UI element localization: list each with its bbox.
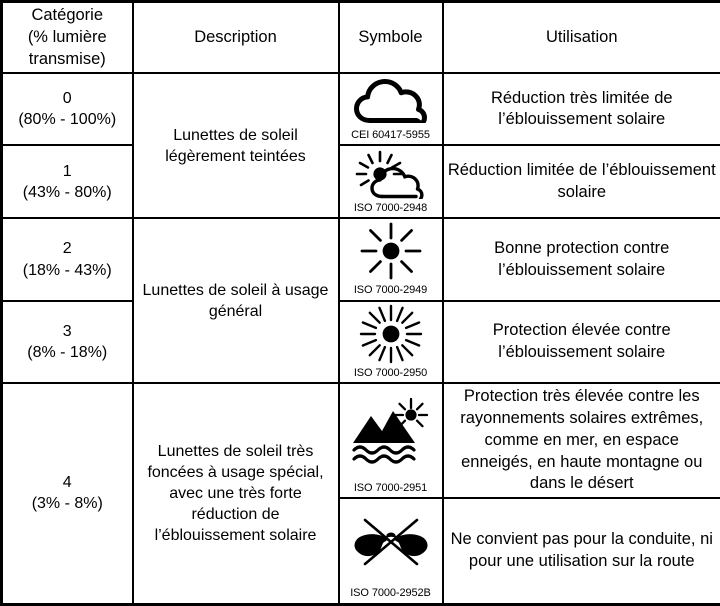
cloud-icon xyxy=(354,76,428,125)
table-row: 1 (43% - 80%) xyxy=(2,145,720,218)
table-header-row: Catégorie (% lumière transmise) Descript… xyxy=(2,2,720,74)
symbol-cell-3: ISO 7000-2950 xyxy=(339,301,443,384)
utilisation-cell-5: Ne convient pas pour la conduite, ni pou… xyxy=(443,498,720,604)
symbol-cell-5: ISO 7000-2952B xyxy=(339,498,443,604)
utilisation-cell-1: Réduction limitée de l’éblouissement sol… xyxy=(443,145,720,218)
utilisation-cell-3: Protection élevée contre l’éblouissement… xyxy=(443,301,720,384)
utilisation-cell-4: Protection très élevée contre les rayonn… xyxy=(443,383,720,498)
header-symbole: Symbole xyxy=(339,2,443,74)
symbol-code: CEI 60417-5955 xyxy=(351,128,430,143)
category-number: 3 xyxy=(7,321,128,342)
category-number: 0 xyxy=(7,88,128,109)
symbol-cell-4: ISO 7000-2951 xyxy=(339,383,443,498)
category-range: (43% - 80%) xyxy=(7,182,128,203)
symbol-code: ISO 7000-2952B xyxy=(350,586,431,601)
description-cell-general-use: Lunettes de soleil à usage général xyxy=(133,218,339,383)
category-number: 4 xyxy=(7,472,128,493)
symbol-cell-1: ISO 7000-2948 xyxy=(339,145,443,218)
category-range: (3% - 8%) xyxy=(7,493,128,514)
category-range: (8% - 18%) xyxy=(7,342,128,363)
header-utilisation: Utilisation xyxy=(443,2,720,74)
category-cell-1: 1 (43% - 80%) xyxy=(2,145,133,218)
symbol-cell-0: CEI 60417-5955 xyxy=(339,73,443,145)
category-cell-3: 3 (8% - 18%) xyxy=(2,301,133,384)
category-range: (80% - 100%) xyxy=(7,109,128,130)
header-categorie: Catégorie (% lumière transmise) xyxy=(2,2,133,74)
table-row: 4 (3% - 8%) Lunettes de soleil très fonc… xyxy=(2,383,720,498)
sun-eight-rays-icon xyxy=(358,221,424,281)
category-cell-0: 0 (80% - 100%) xyxy=(2,73,133,145)
table-row: 3 (8% - 18%) xyxy=(2,301,720,384)
header-categorie-line-2: (% lumière xyxy=(7,27,128,49)
category-number: 1 xyxy=(7,161,128,182)
category-range: (18% - 43%) xyxy=(7,260,128,281)
header-categorie-line-3: transmise) xyxy=(7,49,128,71)
header-description: Description xyxy=(133,2,339,74)
symbol-code: ISO 7000-2948 xyxy=(354,201,427,216)
table-row: 2 (18% - 43%) Lunettes de soleil à usage… xyxy=(2,218,720,301)
symbol-code: ISO 7000-2951 xyxy=(354,481,427,496)
sun-behind-cloud-icon xyxy=(353,148,429,198)
symbol-code: ISO 7000-2949 xyxy=(354,283,427,298)
category-number: 2 xyxy=(7,238,128,259)
description-cell-special-use: Lunettes de soleil très foncées à usage … xyxy=(133,383,339,604)
description-cell-light-tint: Lunettes de soleil légèrement teintées xyxy=(133,73,339,218)
category-cell-4: 4 (3% - 8%) xyxy=(2,383,133,604)
symbol-code: ISO 7000-2950 xyxy=(354,366,427,381)
symbol-cell-2: ISO 7000-2949 xyxy=(339,218,443,301)
sun-many-rays-icon xyxy=(358,304,424,364)
mountains-sun-water-icon xyxy=(349,386,433,478)
utilisation-cell-0: Réduction très limitée de l’éblouissemen… xyxy=(443,73,720,145)
table-row: 0 (80% - 100%) Lunettes de soleil légère… xyxy=(2,73,720,145)
no-driving-sunglasses-icon xyxy=(349,501,433,584)
header-categorie-line-1: Catégorie xyxy=(7,5,128,27)
utilisation-cell-2: Bonne protection contre l’éblouissement … xyxy=(443,218,720,301)
category-cell-2: 2 (18% - 43%) xyxy=(2,218,133,301)
